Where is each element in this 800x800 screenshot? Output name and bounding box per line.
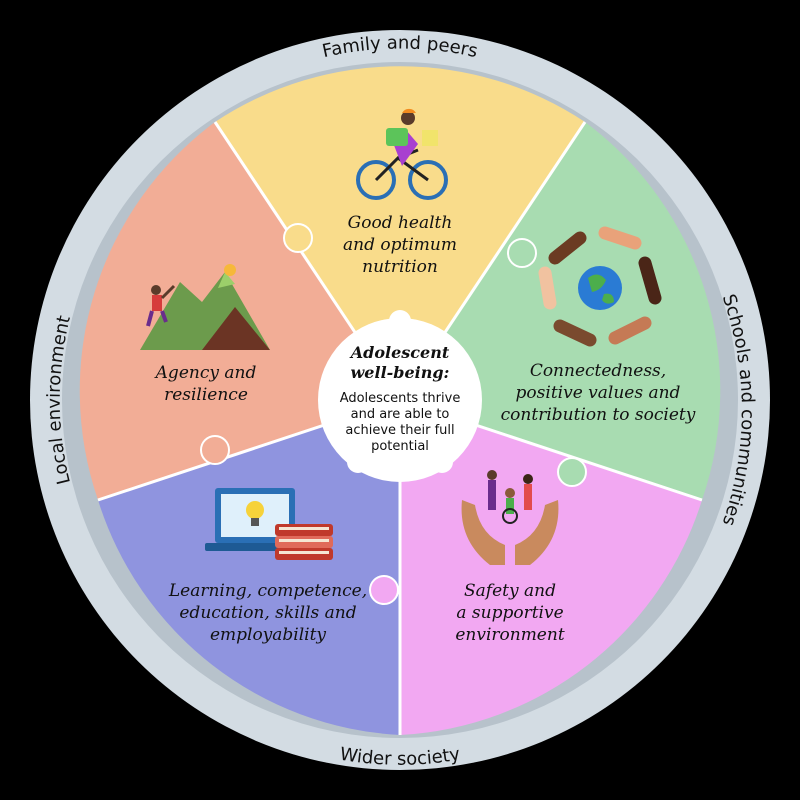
segment-safety <box>400 400 702 735</box>
center-body-line: Adolescents thrive <box>340 391 461 406</box>
center-knob-icon <box>389 310 411 332</box>
segment-label-line: Good health <box>348 213 453 233</box>
segment-label-line: employability <box>210 625 326 645</box>
center-title-line2: well-being: <box>351 363 450 382</box>
segment-label-line: Agency and <box>154 363 257 383</box>
puzzle-knobs <box>200 223 587 605</box>
segment-label-line: education, skills and <box>179 603 356 623</box>
puzzle-knob-icon <box>283 223 313 253</box>
segment-label-line: Learning, competence, <box>168 581 367 601</box>
puzzle-knob-icon <box>507 238 537 268</box>
segment-label-line: nutrition <box>362 257 438 277</box>
segment-health <box>215 66 585 400</box>
segment-label-line: positive values and <box>516 383 681 403</box>
segment-label-line: Safety and <box>464 581 556 601</box>
center-knob-icon <box>322 371 344 393</box>
hands-people-icon <box>461 470 559 565</box>
segment-label-line: resilience <box>164 385 248 405</box>
center-disc <box>318 318 482 482</box>
laptop-books-icon <box>205 488 333 560</box>
globe-hands-icon <box>538 226 662 347</box>
segment-label-line: contribution to society <box>501 405 696 425</box>
segment-label-line: environment <box>455 625 564 645</box>
center-knob-icon <box>456 371 478 393</box>
segment-label-line: and optimum <box>343 235 457 255</box>
center-body-line: and are able to <box>351 407 450 422</box>
segment-label-connectedness: Connectedness, positive values and contr… <box>501 361 696 425</box>
mountain-climber-icon <box>140 264 270 350</box>
segment-label-safety: Safety and a supportive environment <box>455 581 564 645</box>
center-body-line: potential <box>371 439 429 454</box>
cyclist-icon <box>356 108 448 200</box>
segment-label-line: a supportive <box>456 603 563 623</box>
center-knob-icon <box>431 451 453 473</box>
center-title-line1: Adolescent <box>349 343 450 362</box>
segment-label-line: Connectedness, <box>530 361 666 381</box>
puzzle-knob-icon <box>557 457 587 487</box>
center-knob-icon <box>347 451 369 473</box>
center-body-line: achieve their full <box>345 423 454 438</box>
segment-label-learning: Learning, competence, education, skills … <box>168 581 367 645</box>
center-circle: Adolescent well-being: Adolescents thriv… <box>318 310 482 482</box>
segment-label-agency: Agency and resilience <box>154 363 257 405</box>
segment-learning <box>98 400 400 735</box>
puzzle-knob-icon <box>369 575 399 605</box>
segment-label-health: Good health and optimum nutrition <box>343 213 457 277</box>
puzzle-knob-icon <box>200 435 230 465</box>
